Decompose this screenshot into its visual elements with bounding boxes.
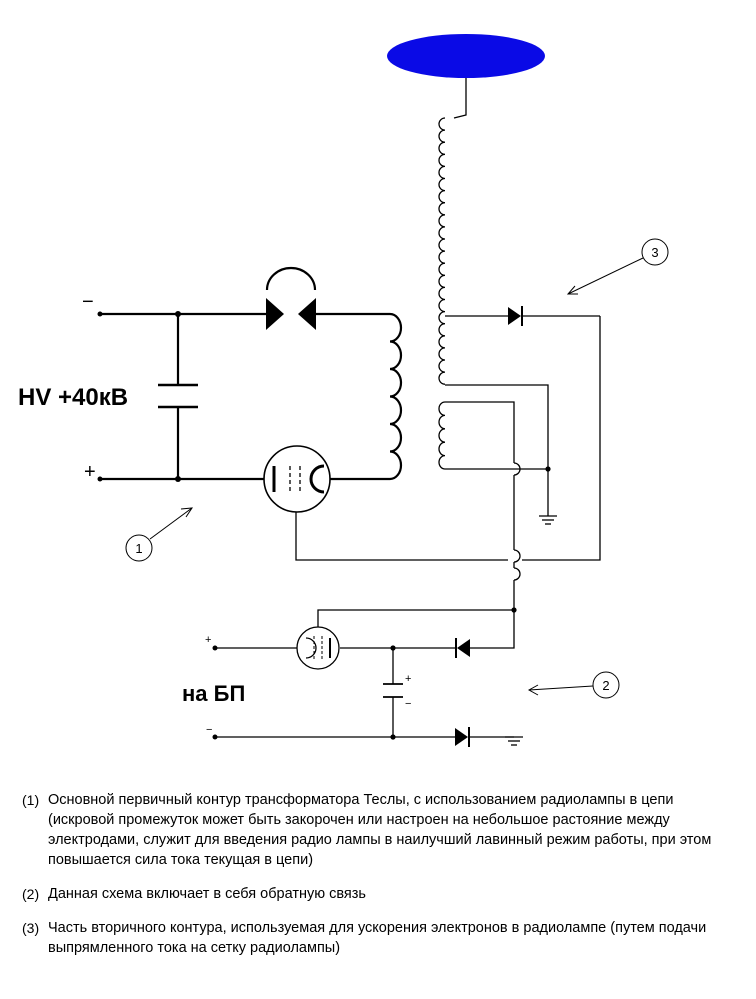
junction-dot — [175, 311, 181, 317]
hv-capacitor — [158, 383, 198, 409]
secondary-wiring — [295, 315, 601, 649]
secondary-coil — [438, 117, 446, 385]
small-capacitor — [383, 683, 403, 698]
notes-list: (1) Основной первичный контур трансформа… — [22, 790, 742, 972]
junction-dot — [175, 476, 181, 482]
supply-minus-label: − — [82, 291, 94, 313]
terminal-dot — [97, 476, 103, 482]
vacuum-tube — [263, 445, 331, 513]
power-supply-label: на БП — [182, 681, 245, 706]
note-number: (1) — [22, 792, 40, 808]
callout-3: 3 — [566, 238, 669, 295]
callout-1: 1 — [125, 507, 193, 562]
lower-wiring — [215, 647, 514, 738]
callout-2-number: 2 — [602, 678, 609, 693]
terminal-dot — [212, 645, 218, 651]
tesla-circuit-diagram: − + HV +40кВ на БП + − + − 1 2 3 — [18, 34, 669, 747]
diode-ground — [455, 727, 470, 747]
small-minus-label: − — [206, 724, 212, 736]
small-vacuum-tube — [296, 626, 340, 670]
note-text: Данная схема включает в себя обратную св… — [48, 886, 366, 902]
terminal-dot — [212, 734, 218, 740]
cap-minus-label: − — [405, 698, 411, 710]
cap-plus-label: + — [405, 673, 411, 685]
note-item: (3) Часть вторичного контура, используем… — [22, 918, 742, 958]
junction-dot — [511, 607, 517, 613]
spark-gap — [265, 266, 317, 330]
supply-plus-label: + — [84, 461, 96, 483]
diode-tap — [508, 306, 523, 326]
primary-wiring — [100, 312, 390, 481]
ground-symbol — [539, 515, 557, 525]
note-number: (2) — [22, 886, 40, 902]
junction-dot — [390, 645, 396, 651]
note-number: (3) — [22, 920, 40, 936]
topload-wire — [453, 78, 467, 119]
note-text: Основной первичный контур трансформатора… — [48, 792, 712, 868]
junction-dot — [390, 734, 396, 740]
small-plus-label: + — [205, 634, 211, 646]
ground-symbol — [505, 736, 523, 746]
supply-voltage-label: HV +40кВ — [18, 384, 128, 411]
callout-1-number: 1 — [135, 541, 142, 556]
junction-dot — [545, 466, 551, 472]
top-load-electrode — [387, 34, 545, 78]
note-item: (2) Данная схема включает в себя обратну… — [22, 884, 742, 904]
callout-2: 2 — [527, 671, 620, 699]
diode-feedback — [455, 638, 470, 658]
terminal-dot — [97, 311, 103, 317]
primary-coil — [389, 312, 403, 481]
callout-3-number: 3 — [651, 245, 658, 260]
note-item: (1) Основной первичный контур трансформа… — [22, 790, 742, 870]
feedback-coil — [438, 401, 446, 470]
note-text: Часть вторичного контура, используемая д… — [48, 920, 707, 956]
